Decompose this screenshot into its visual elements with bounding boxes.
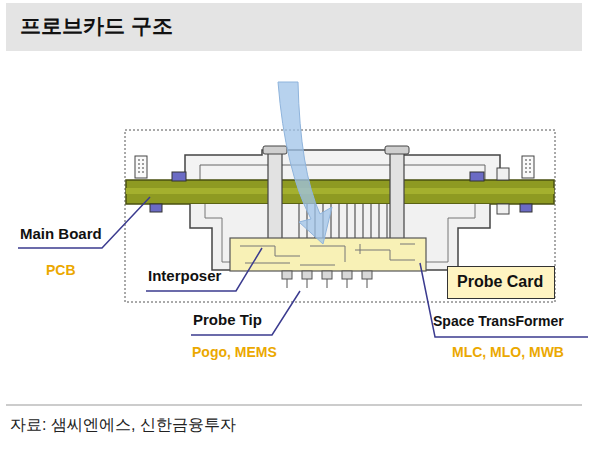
post <box>390 152 404 242</box>
component <box>470 172 484 181</box>
space-transformer <box>230 238 426 271</box>
probe-card-outline <box>125 130 555 302</box>
caption: 자료: 샘씨엔에스, 신한금융투자 <box>10 416 236 434</box>
component <box>172 172 186 181</box>
post <box>268 152 282 242</box>
title-bar <box>6 3 582 51</box>
part-name: Space TransFormer <box>433 313 564 329</box>
flow-arrow <box>278 82 332 244</box>
connector <box>135 156 147 178</box>
part-name: Main Board <box>20 225 102 242</box>
main-board <box>126 180 554 204</box>
probe-tips <box>282 271 372 288</box>
housing <box>190 204 490 270</box>
leader-lines <box>18 197 588 337</box>
component <box>150 204 162 212</box>
caption-rule <box>6 405 582 406</box>
screw <box>497 204 509 214</box>
connector <box>522 156 534 178</box>
title: 프로브카드 구조 <box>20 14 173 38</box>
part-name: Probe Tip <box>193 311 262 328</box>
material-name: PCB <box>46 262 76 278</box>
stiffener-inner <box>200 165 485 180</box>
part-name: Interposer <box>148 267 221 284</box>
screw <box>497 168 509 180</box>
material-name: MLC, MLO, MWB <box>452 344 564 360</box>
board-layer <box>126 188 554 194</box>
node-label: Probe Card <box>457 272 545 291</box>
component <box>520 204 532 212</box>
post-cap <box>385 146 409 154</box>
post-cap <box>263 146 287 154</box>
probe-card-box: Probe Card <box>447 266 555 299</box>
stiffener-frame <box>185 150 500 180</box>
material-name: Pogo, MEMS <box>192 344 277 360</box>
circuit-traces <box>240 244 415 265</box>
